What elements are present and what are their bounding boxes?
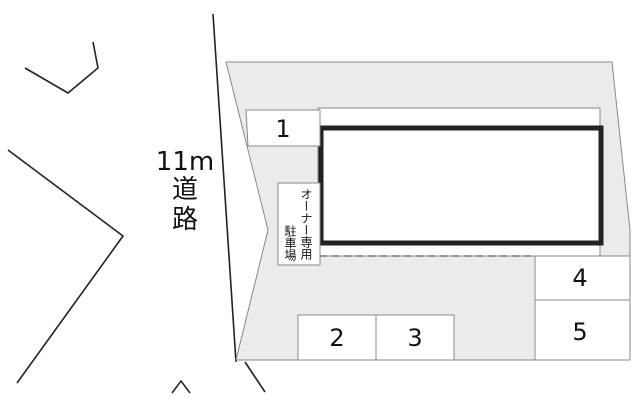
road-name-char-2: 路	[172, 205, 198, 235]
parking-space-1: 1	[245, 109, 321, 147]
road-edge-left	[212, 13, 237, 363]
owner-parking-line2: 駐車場	[283, 224, 297, 262]
owner-parking: オーナー専用 駐車場	[277, 182, 321, 266]
parking-space-2-label: 2	[329, 324, 344, 352]
building	[318, 125, 604, 246]
parking-space-3-label: 3	[407, 324, 422, 352]
road-name-char-1: 道	[172, 175, 198, 205]
parking-space-5-label: 5	[572, 318, 587, 346]
road-edge-bottom	[244, 361, 266, 393]
parking-space-5: 5	[534, 299, 631, 361]
neighbor-boundary-left	[7, 149, 125, 384]
owner-parking-line1: オーナー専用	[299, 188, 313, 261]
parking-space-4-label: 4	[572, 264, 587, 292]
parking-space-2: 2	[297, 314, 377, 361]
north-arrow-icon	[171, 379, 191, 394]
neighbor-boundary-top	[24, 41, 99, 94]
building-inner-line	[325, 132, 597, 239]
road-width-label: 11m	[156, 147, 214, 177]
parking-space-1-label: 1	[275, 115, 290, 143]
parking-space-3: 3	[375, 314, 455, 361]
parking-space-4: 4	[534, 255, 631, 301]
